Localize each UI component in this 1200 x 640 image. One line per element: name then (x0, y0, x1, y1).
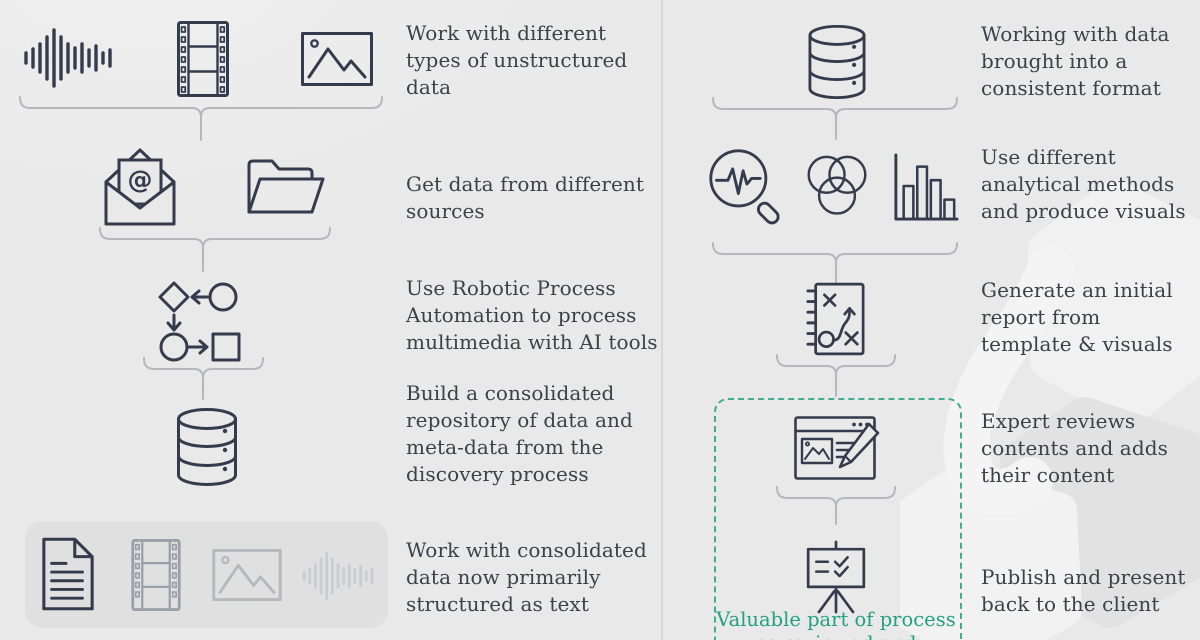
image-icon (212, 549, 282, 601)
presentation-easel-icon (801, 540, 871, 614)
column-divider (661, 0, 663, 640)
brace-connector (712, 97, 958, 145)
step-label: Expert reviews contents and adds their c… (981, 409, 1168, 487)
document-icon (40, 537, 96, 611)
flowchart-automation-icon (157, 280, 253, 364)
folder-icon (246, 155, 326, 215)
brace-connector (99, 227, 331, 277)
brace-connector (776, 354, 896, 402)
step-label: Publish and present back to the client (981, 565, 1186, 616)
step-label: Use different analytical methods and pro… (981, 145, 1186, 223)
magnifier-pulse-icon (707, 146, 783, 226)
database-icon (807, 24, 867, 100)
brace-connector (712, 242, 958, 290)
browser-edit-icon (794, 416, 880, 480)
brace-connector (19, 96, 383, 146)
brace-connector (143, 357, 264, 405)
database-icon (176, 407, 238, 487)
valuable-process-caption-clipped: as reviewed and delivered (714, 632, 958, 640)
audio-waveform-icon (300, 551, 376, 601)
at-symbol: @ (128, 165, 153, 194)
step-label: Generate an initial report from template… (981, 278, 1173, 356)
step-label: Build a consolidated repository of data … (406, 381, 633, 486)
valuable-process-caption: Valuable part of process (716, 608, 956, 631)
valuable-process-box (714, 398, 962, 640)
step-label: Working with data brought into a consist… (981, 22, 1170, 100)
brace-connector (776, 486, 896, 530)
film-strip-icon (131, 539, 181, 611)
step-label: Work with different types of unstructure… (406, 21, 628, 99)
step-label: Work with consolidated data now primaril… (406, 538, 647, 616)
audio-waveform-icon (22, 27, 114, 89)
film-strip-icon (177, 21, 229, 97)
email-at-icon: @ (102, 144, 178, 226)
step-label: Get data from different sources (406, 172, 645, 223)
image-icon (301, 32, 373, 86)
step-label: Use Robotic Process Automation to proces… (406, 276, 658, 354)
strategy-notebook-icon (805, 281, 867, 357)
venn-diagram-icon (802, 155, 872, 221)
bar-chart-icon (892, 151, 960, 223)
